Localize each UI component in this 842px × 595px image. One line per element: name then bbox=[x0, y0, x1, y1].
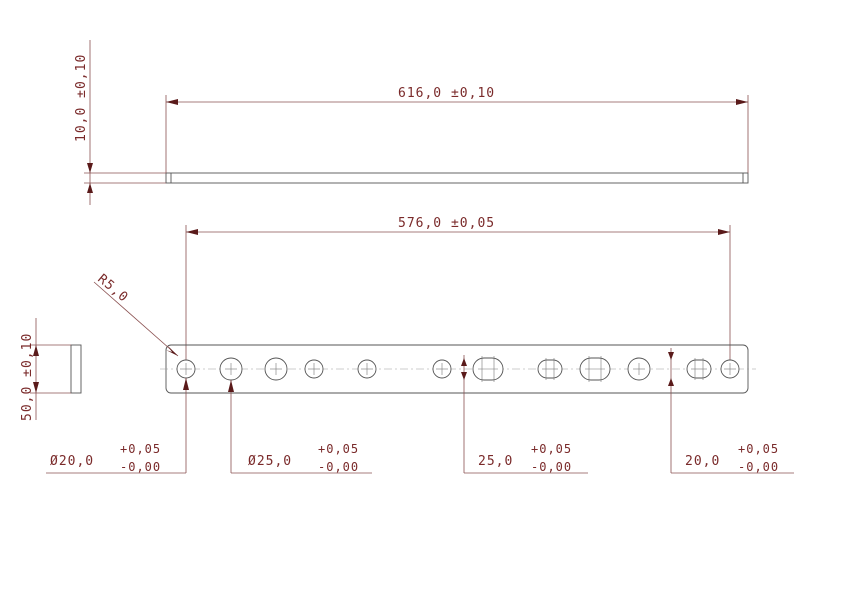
hole-20-c bbox=[432, 359, 452, 379]
side-view: 10,0 ±0,10 616,0 ±0,10 bbox=[74, 40, 749, 205]
span-label: 576,0 ±0,05 bbox=[398, 216, 495, 231]
slot-25-tol-minus: -0,00 bbox=[531, 460, 572, 474]
thickness-label: 10,0 ±0,10 bbox=[74, 54, 89, 142]
slot-25-arrow-top bbox=[461, 358, 467, 366]
hole-20-d bbox=[537, 358, 563, 380]
radius-leader bbox=[93, 281, 179, 357]
radius-arrow bbox=[166, 346, 178, 356]
length-label: 616,0 ±0,10 bbox=[398, 86, 495, 101]
hole-20-leader-arrow bbox=[183, 378, 189, 390]
slot-25-b bbox=[579, 356, 611, 382]
thickness-arrow-bottom bbox=[87, 183, 93, 193]
hole-25-dia-label: Ø25,0 bbox=[248, 454, 292, 469]
span-arrow-right bbox=[718, 229, 730, 235]
hole-20-tol-plus: +0,05 bbox=[120, 442, 161, 456]
end-view: 50,0 ±0,10 bbox=[20, 318, 82, 421]
slot-25-label: 25,0 bbox=[478, 454, 513, 469]
hole-20-a bbox=[304, 359, 324, 379]
radius-label: R5,0 bbox=[94, 272, 131, 306]
width-arrow-bottom bbox=[33, 382, 39, 393]
length-arrow-left bbox=[166, 99, 178, 105]
end-view-outline bbox=[70, 344, 82, 394]
hole-25-a bbox=[219, 357, 243, 381]
slot-20-tol-minus: -0,00 bbox=[738, 460, 779, 474]
slot-25-arrow-bottom bbox=[461, 372, 467, 380]
width-arrow-top bbox=[33, 345, 39, 356]
slot-25-a bbox=[472, 356, 504, 382]
length-arrow-right bbox=[736, 99, 748, 105]
hole-20-b bbox=[357, 359, 377, 379]
hole-20-tol-minus: -0,00 bbox=[120, 460, 161, 474]
slot-20-label: 20,0 bbox=[685, 454, 720, 469]
side-bar-outline bbox=[165, 172, 749, 184]
hole-25-tol-plus: +0,05 bbox=[318, 442, 359, 456]
hole-25-b bbox=[264, 357, 288, 381]
plan-view: 576,0 ±0,05 R5,0 bbox=[46, 216, 794, 474]
hole-25-tol-minus: -0,00 bbox=[318, 460, 359, 474]
slot-25-tol-plus: +0,05 bbox=[531, 442, 572, 456]
slot-20-tol-plus: +0,05 bbox=[738, 442, 779, 456]
slot-20 bbox=[686, 358, 712, 380]
slot-20-arrow-bottom bbox=[668, 378, 674, 386]
width-label: 50,0 ±0,10 bbox=[20, 333, 35, 421]
hole-20-dia-label: Ø20,0 bbox=[50, 454, 94, 469]
thickness-arrow-top bbox=[87, 163, 93, 173]
hole-25-c bbox=[627, 357, 651, 381]
hole-20-right bbox=[720, 359, 740, 379]
hole-20-left bbox=[176, 359, 196, 379]
span-arrow-left bbox=[186, 229, 198, 235]
slot-20-arrow-top bbox=[668, 352, 674, 360]
hole-25-leader-arrow bbox=[228, 380, 234, 392]
callouts: Ø20,0 +0,05 -0,00 Ø25,0 +0,05 -0,00 25,0… bbox=[50, 442, 779, 474]
